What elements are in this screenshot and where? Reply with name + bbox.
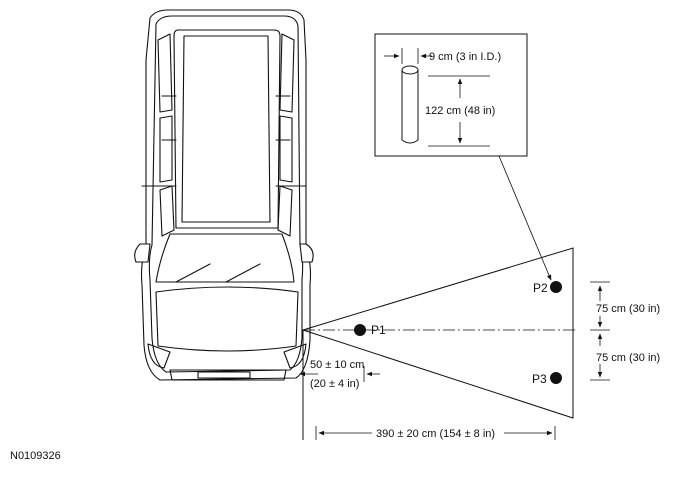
- point-p2-label: P2: [533, 281, 548, 295]
- vehicle-front-bumper: [169, 369, 287, 381]
- lower-spacing-label: 75 cm (30 in): [596, 352, 660, 364]
- vehicle-roof-inner: [181, 35, 271, 223]
- vehicle-right-windows: [277, 33, 295, 237]
- vehicle-windshield: [155, 233, 295, 283]
- vehicle-left-windows: [157, 33, 175, 237]
- vertical-spacing-dimensions: 75 cm (30 in) 75 cm (30 in): [590, 281, 660, 381]
- point-p2-marker: [550, 281, 562, 293]
- distance-label: 390 ± 20 cm (154 ± 8 in): [376, 428, 495, 440]
- distance-dimension: 390 ± 20 cm (154 ± 8 in): [315, 426, 556, 440]
- vehicle-wipers: [175, 263, 261, 283]
- test-pole-top: [401, 65, 419, 75]
- point-p3-label: P3: [532, 372, 547, 386]
- figure-id: N0109326: [10, 450, 61, 462]
- test-pole-body: [401, 70, 419, 144]
- test-pole-inset: 9 cm (3 in I.D.) 122 cm (48 in): [374, 33, 528, 157]
- offset-label-line1: 50 ± 10 cm: [310, 359, 364, 371]
- vehicle-headlight-right: [283, 343, 307, 369]
- vehicle-hood: [155, 286, 299, 352]
- vehicle-mirror-left: [134, 243, 151, 263]
- detection-zone-triangle: [301, 247, 574, 419]
- vehicle-body-inner: [148, 15, 304, 373]
- inset-frame: [374, 33, 528, 157]
- offset-dimension: 50 ± 10 cm (20 ± 4 in): [299, 359, 380, 390]
- point-p1-label: P1: [371, 323, 386, 337]
- inset-height-label: 122 cm (48 in): [425, 105, 495, 117]
- vehicle-body-outline: [140, 9, 312, 381]
- inset-leader-arrow: [498, 155, 552, 281]
- upper-spacing-label: 75 cm (30 in): [596, 303, 660, 315]
- vehicle-top-view: [134, 9, 314, 381]
- point-p1-marker: [354, 324, 366, 336]
- vehicle-roof: [173, 29, 281, 229]
- vehicle-license-plate: [197, 371, 251, 379]
- inset-diameter-label: 9 cm (3 in I.D.): [429, 51, 501, 63]
- point-p3-marker: [550, 372, 562, 384]
- offset-label-line2: (20 ± 4 in): [310, 378, 359, 390]
- vehicle-mirror-right: [299, 243, 314, 263]
- vehicle-headlight-left: [147, 343, 171, 369]
